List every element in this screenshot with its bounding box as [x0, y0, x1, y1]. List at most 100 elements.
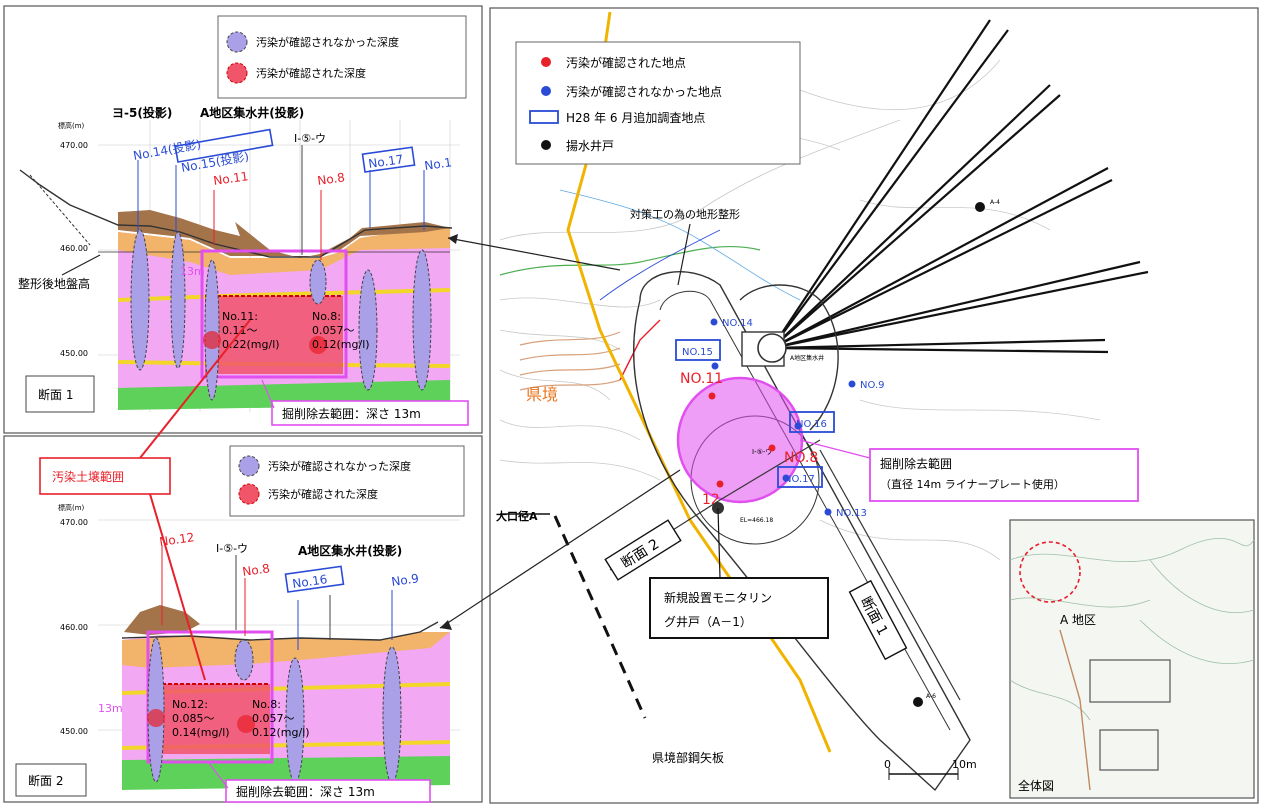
- point-no8-label: NO.8: [784, 450, 818, 466]
- map-green-line: [499, 245, 761, 276]
- section-1-excavation-label-box: [271, 400, 469, 426]
- point-no14: [710, 318, 718, 326]
- section-1-ground-line: [19, 169, 453, 258]
- prefecture-boundary-label: 県境: [526, 385, 558, 404]
- no17-label: No.17: [367, 152, 404, 171]
- point-no17-label: NO.17: [784, 474, 815, 485]
- section-2-red-marker-b: [237, 715, 255, 733]
- legend-not-confirmed-icon: [226, 31, 248, 53]
- section-2-orange-layer: [122, 632, 450, 668]
- inset-overview: A 地区 全体図: [1009, 519, 1255, 799]
- elev2-tick-470: 470.00: [60, 518, 88, 527]
- no8-label: No.8: [316, 170, 345, 188]
- point-no11-label: NO.11: [680, 371, 723, 387]
- i5-label-s2: I-⑤-ウ: [216, 542, 248, 555]
- elev-tick-460: 460.00: [60, 244, 88, 253]
- scale-10-label: 10m: [952, 758, 977, 771]
- elev2-unit-label: 標高(m): [58, 503, 85, 512]
- section-1-excavation-label: 掘削除去範囲：深さ 13m: [282, 406, 421, 421]
- section-1-red-marker-a: [203, 331, 221, 349]
- legend-not-confirmed-label: 汚染が確認されなかった深度: [256, 35, 399, 49]
- point-no13: [824, 508, 832, 516]
- point-no15-box: [675, 339, 721, 361]
- collector-well-icon: [757, 333, 787, 363]
- contaminated-soil-box: [39, 457, 171, 495]
- collector-well-label: A地区集水井: [790, 354, 824, 362]
- borehole-no1: [412, 249, 432, 391]
- section-2-title-box: [15, 763, 87, 797]
- no16-box: [284, 565, 345, 593]
- borehole-no15: [170, 231, 186, 369]
- section-1-excavation-box: [200, 249, 348, 379]
- point-no16-box: [789, 411, 835, 433]
- inset-area-label: A 地区: [1060, 613, 1096, 627]
- elev-tick-450: 450.00: [60, 349, 88, 358]
- section-1-leaders-blue: [137, 160, 425, 232]
- no12-value-1: No.12:: [172, 698, 208, 711]
- elev-tick-470: 470.00: [60, 141, 88, 150]
- monitoring-label-1: 新規設置モニタリン: [664, 590, 772, 605]
- borehole-no8-s2: [234, 639, 254, 681]
- well-area-label: A地区集水井(投影): [200, 105, 304, 120]
- terrain-shaping-arrow: [677, 223, 691, 286]
- oguchi-label: 大口径A: [496, 509, 538, 523]
- legend-confirmed-label: 汚染が確認された深度: [256, 66, 366, 80]
- section-2-red-marker-a: [147, 709, 165, 727]
- depth-13m-label-s2: 13m: [98, 702, 123, 715]
- section-1-cut-line: [819, 449, 961, 701]
- point-no15: [711, 362, 719, 370]
- section-2-panel: 汚染が確認されなかった深度 汚染が確認された深度 標高(m) 470.00 46…: [3, 435, 483, 803]
- borehole-no8: [309, 259, 327, 305]
- elev-unit-label: 標高(m): [58, 121, 85, 130]
- sheet-pile-label: 県境部鋼矢板: [652, 750, 724, 765]
- borehole-no11: [204, 259, 220, 401]
- inset-area-a-circle: [1019, 541, 1081, 603]
- point-no17: [782, 474, 790, 482]
- pump-well-a6-label: A-6: [926, 693, 936, 700]
- point-no16: [794, 422, 802, 430]
- contaminated-soil-label: 汚染土壌範囲: [52, 469, 124, 484]
- point-no12: [716, 480, 724, 488]
- no8-s2-value-3: 0.12(mg/l): [252, 726, 310, 739]
- elev2-tick-460: 460.00: [60, 623, 88, 632]
- map-legend-blue-label: 汚染が確認されなかった地点: [566, 84, 722, 99]
- map-legend-box-label: H28 年 6 月追加調査地点: [566, 110, 705, 125]
- section-2-excavation-label: 掘削除去範囲：深さ 13m: [236, 784, 375, 799]
- section-1-red-marker-b: [309, 336, 327, 354]
- no12-value-2: 0.085～: [172, 712, 215, 725]
- borehole-no14: [130, 229, 150, 371]
- section-1-title: 断面 1: [38, 387, 73, 402]
- section-2-cut-line-2: [719, 439, 821, 501]
- map-red-line: [619, 319, 661, 381]
- map-excavation-label-1: 掘削除去範囲: [880, 456, 952, 471]
- point-no15-label: NO.15: [682, 347, 713, 358]
- section-1-slope-line: [29, 174, 91, 246]
- no11-value-3: 0.22(mg/l): [222, 338, 280, 351]
- well-area-label-s2: A地区集水井(投影): [298, 543, 402, 558]
- legend2-confirmed-icon: [238, 483, 260, 505]
- section-1-contaminated-zone: [205, 296, 343, 374]
- section-1-panel: 汚染が確認されなかった深度 汚染が確認された深度 標高(m) 470.00 46…: [3, 5, 483, 434]
- inset-title: 全体図: [1018, 778, 1054, 793]
- section-1-legend: [217, 15, 467, 99]
- contaminated-leader-2: [149, 493, 206, 681]
- monitoring-box: [649, 577, 829, 639]
- monitoring-label-2: グ井戸（A－1）: [664, 615, 752, 629]
- elev2-tick-450: 450.00: [60, 727, 88, 736]
- section-2-title: 断面 2: [28, 773, 63, 788]
- point-no17-box: [777, 466, 823, 488]
- pump-well-a4: [975, 202, 985, 212]
- point-no9-label: NO.9: [860, 380, 885, 391]
- section-2-excavation-box: [146, 630, 274, 764]
- section-1-leaders-red: [213, 190, 322, 260]
- no16-label: No.16: [291, 572, 328, 591]
- legend2-not-confirmed-icon: [238, 455, 260, 477]
- no8-label-s2: No.8: [241, 561, 270, 579]
- map-legend-black-label: 揚水井戸: [566, 139, 614, 153]
- yo5-label: ヨ-5(投影): [112, 105, 172, 120]
- no17-box: [361, 146, 416, 173]
- connector-arrow-section-2: [439, 469, 681, 629]
- map-legend: [515, 41, 801, 165]
- legend-confirmed-icon: [226, 62, 248, 84]
- depth-13m-label: 13m: [180, 265, 205, 278]
